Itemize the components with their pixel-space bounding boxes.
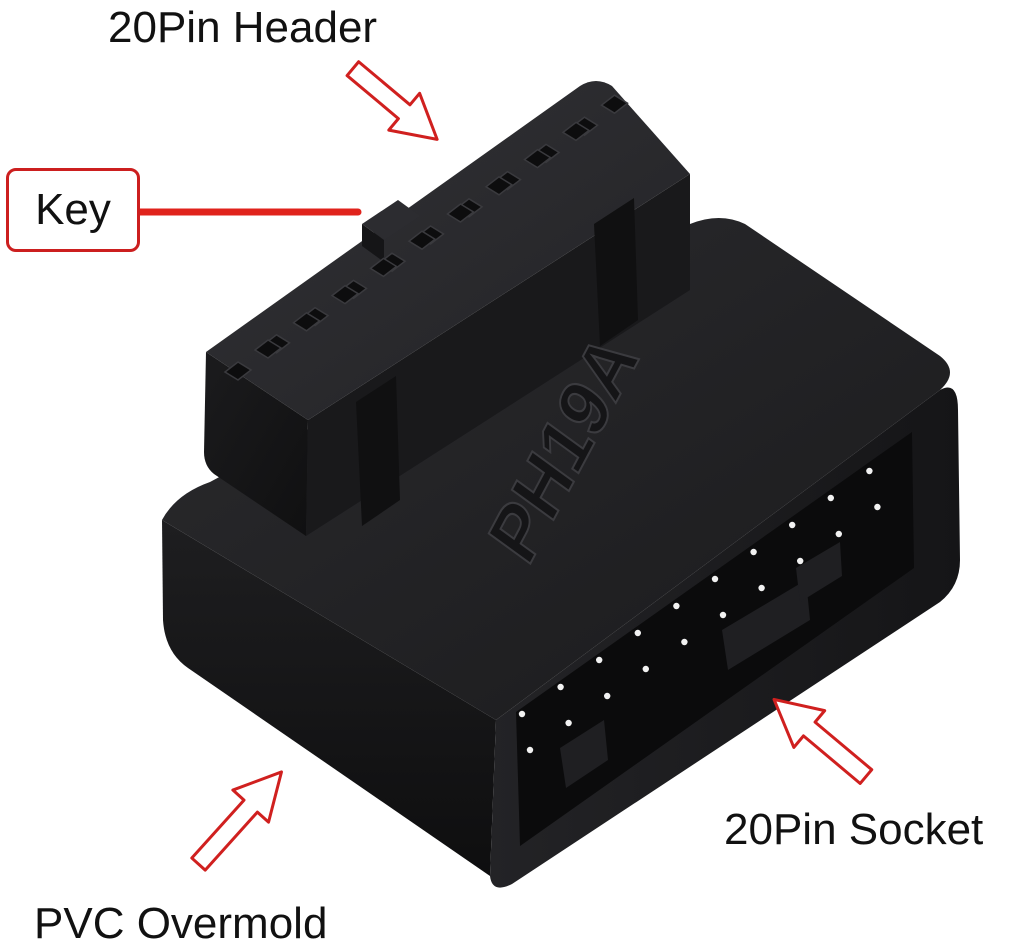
header-pin-hole [253, 339, 283, 359]
socket-pin [565, 719, 572, 727]
key-tab [362, 224, 384, 262]
header-block [204, 81, 690, 536]
socket-recess [516, 432, 914, 846]
socket-pin [719, 611, 727, 619]
socket-pin [642, 665, 649, 673]
header-pin-hole [561, 121, 591, 142]
socket-pin [604, 692, 611, 700]
socket-pin [596, 656, 603, 664]
header-pin-hole [523, 148, 552, 169]
header-callout-label: 20Pin Header [108, 3, 378, 52]
socket-pin [827, 494, 834, 502]
socket-pin [681, 638, 688, 646]
socket-pin [634, 629, 641, 637]
outlined-arrow-icon [190, 770, 283, 872]
key-tab [362, 200, 420, 240]
header-top-face [206, 81, 690, 420]
body-left-face [162, 520, 496, 876]
socket-pin [711, 575, 719, 583]
overmold-callout-label: PVC Overmold [34, 899, 328, 948]
header-pin-hole [292, 311, 321, 332]
socket-pin [750, 548, 757, 556]
socket-callout-label: 20Pin Socket [724, 805, 984, 854]
socket-pin [758, 584, 765, 592]
outlined-arrow-icon [345, 60, 439, 141]
latch-rib [356, 376, 400, 526]
socket-pin [874, 503, 881, 511]
socket-key-tab [722, 580, 810, 670]
header-pin-hole [484, 175, 514, 196]
header-side-face [306, 174, 690, 536]
header-pin-hole [223, 361, 253, 381]
body-top-face [162, 218, 950, 720]
socket-pin [526, 746, 534, 754]
socket-pin [789, 521, 796, 529]
outlined-arrow-icon [772, 697, 874, 785]
socket-key-tab [560, 720, 608, 788]
key-callout-label: Key [6, 168, 140, 252]
header-pin-hole [407, 230, 437, 251]
header-pin-hole [446, 203, 475, 223]
socket-pin [518, 710, 526, 718]
socket-pin [866, 467, 873, 475]
header-pin-hole [330, 284, 360, 305]
header-pin-hole [600, 94, 629, 115]
header-front-face [204, 352, 308, 536]
header-pin-hole [369, 257, 398, 278]
socket-pin [557, 683, 564, 691]
socket-pin [797, 557, 804, 565]
socket-pin [835, 530, 842, 538]
header-pin-holes [223, 94, 629, 381]
latch-rib [594, 198, 638, 346]
socket-key-tab [796, 542, 842, 602]
socket-block [162, 218, 960, 888]
socket-pins [518, 467, 881, 754]
key-callout-text: Key [35, 185, 111, 234]
socket-pin [673, 602, 680, 610]
